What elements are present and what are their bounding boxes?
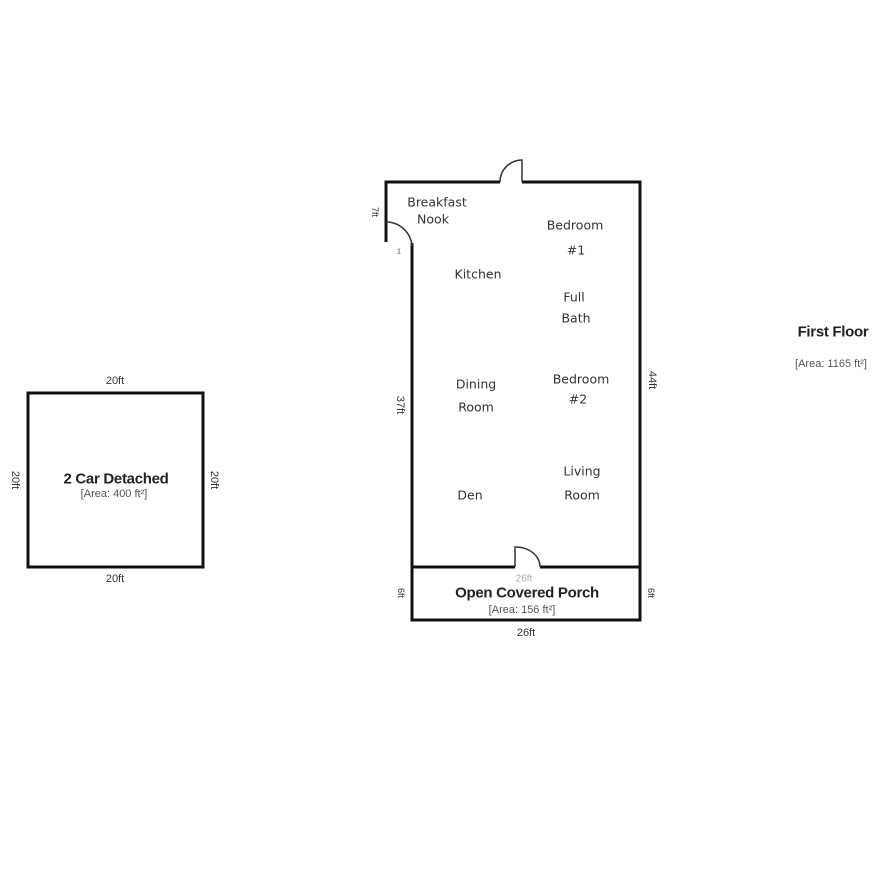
room-living: Living — [563, 463, 601, 479]
porch-title: Open Covered Porch — [455, 584, 599, 602]
side-door-arc — [385, 221, 413, 247]
room-dining: Dining — [455, 376, 497, 392]
room-bedroom-2: Bedroom — [552, 371, 610, 387]
porch-dim-left: 6ft — [396, 587, 406, 599]
floor-area: [Area: 1165 ft²] — [795, 358, 867, 370]
front-door-arc — [499, 159, 523, 183]
garage-title: 2 Car Detached — [63, 470, 169, 488]
porch-dim-bottom: 26ft — [516, 627, 536, 639]
room-kitchen: Kitchen — [454, 266, 502, 282]
garage-dim-right: 20ft — [208, 470, 220, 490]
room-full-bath: Full — [563, 289, 585, 305]
porch-door-arc — [514, 546, 541, 568]
room-dining-2: Room — [458, 399, 494, 415]
room-breakfast-nook: Breakfast — [407, 194, 467, 210]
room-bedroom-2-num: #2 — [568, 391, 588, 407]
dim-left: 37ft — [394, 395, 406, 415]
room-den: Den — [457, 487, 483, 503]
garage-dim-left: 20ft — [9, 470, 21, 490]
garage-dim-bottom: 20ft — [105, 573, 125, 585]
garage-dim-top: 20ft — [105, 375, 125, 387]
porch-area: [Area: 156 ft²] — [488, 604, 556, 616]
garage-walls — [26, 391, 205, 569]
porch-dim-top: 26ft — [515, 573, 533, 585]
house-walls — [384, 180, 642, 622]
room-bedroom-1: Bedroom — [546, 217, 604, 233]
room-bedroom-1-num: #1 — [566, 242, 586, 258]
dim-left-top: 7ft — [370, 206, 380, 218]
room-breakfast-nook-2: Nook — [417, 211, 449, 227]
porch-dim-right: 6ft — [646, 587, 656, 599]
dim-right: 44ft — [646, 370, 658, 390]
room-full-bath-2: Bath — [561, 310, 591, 326]
room-living-2: Room — [564, 487, 600, 503]
floor-title: First Floor — [797, 323, 869, 341]
garage-area: [Area: 400 ft²] — [80, 488, 148, 500]
dim-left-small: 1 — [397, 248, 401, 256]
